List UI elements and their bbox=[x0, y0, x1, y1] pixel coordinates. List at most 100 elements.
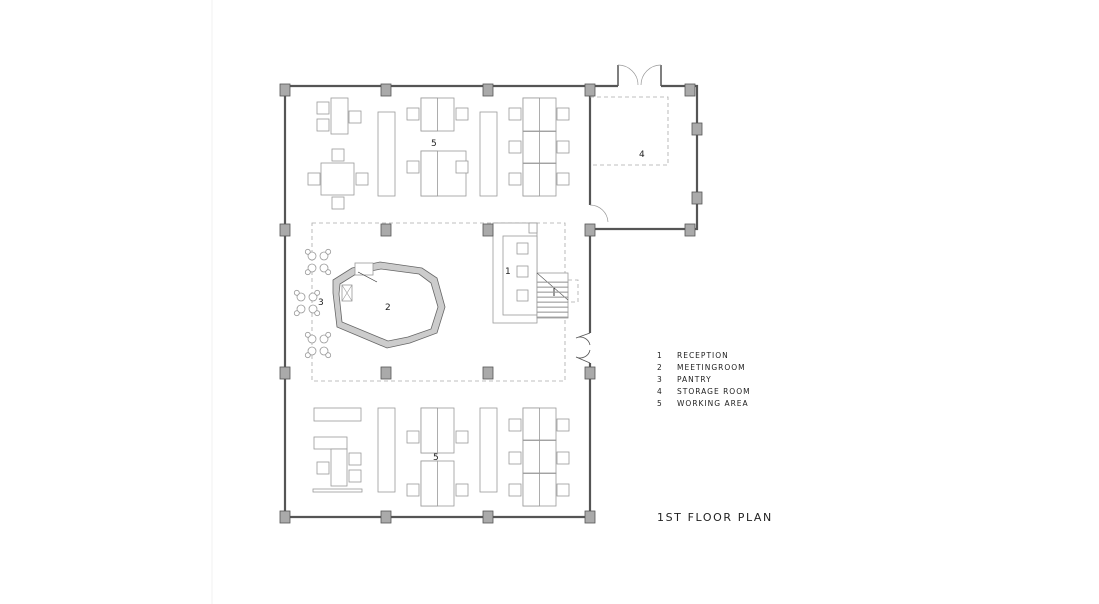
desk bbox=[420, 150, 438, 197]
room-label-working-bottom: 5 bbox=[433, 453, 439, 463]
column bbox=[691, 122, 703, 136]
chair bbox=[331, 148, 345, 162]
chair bbox=[556, 172, 570, 186]
chair bbox=[316, 101, 330, 115]
bench bbox=[479, 111, 498, 197]
storage-inner-door bbox=[589, 204, 609, 223]
chair bbox=[406, 160, 420, 174]
meeting-room-door bbox=[354, 262, 374, 276]
column bbox=[380, 510, 392, 524]
reception-cabinet bbox=[528, 222, 538, 234]
chair bbox=[316, 118, 330, 132]
desk-divider bbox=[522, 162, 557, 164]
chair bbox=[325, 269, 332, 276]
column bbox=[482, 366, 494, 380]
chair bbox=[304, 352, 311, 359]
room-label-meeting: 2 bbox=[385, 303, 391, 313]
chair bbox=[455, 107, 469, 121]
counter bbox=[313, 407, 362, 422]
meeting-room bbox=[332, 261, 446, 349]
storage-door-swing bbox=[617, 64, 662, 86]
chair bbox=[314, 310, 321, 317]
legend-label-4: STORAGE ROOM bbox=[677, 387, 751, 396]
chair bbox=[293, 310, 300, 317]
chair bbox=[316, 461, 330, 475]
column bbox=[482, 223, 494, 237]
stool bbox=[296, 292, 306, 302]
chair bbox=[516, 289, 529, 302]
chair bbox=[307, 172, 321, 186]
annex-wall bbox=[588, 84, 699, 333]
legend-label-2: MEETINGROOM bbox=[677, 363, 746, 372]
stool bbox=[307, 334, 317, 344]
chair bbox=[304, 331, 311, 338]
column bbox=[482, 83, 494, 97]
chair bbox=[508, 483, 522, 497]
chair bbox=[455, 430, 469, 444]
column bbox=[279, 510, 291, 524]
desk bbox=[522, 97, 540, 197]
desk bbox=[420, 460, 438, 507]
legend-num-4: 4 bbox=[657, 387, 663, 396]
meeting-room-inner-wall bbox=[338, 268, 439, 342]
desk-divider bbox=[522, 472, 557, 474]
legend-num-5: 5 bbox=[657, 399, 663, 408]
chair bbox=[516, 242, 529, 255]
column bbox=[279, 223, 291, 237]
column bbox=[684, 83, 696, 97]
column bbox=[584, 223, 596, 237]
stool bbox=[307, 346, 317, 356]
chair bbox=[508, 451, 522, 465]
chair bbox=[556, 418, 570, 432]
chair bbox=[556, 483, 570, 497]
chair bbox=[348, 110, 362, 124]
column bbox=[691, 191, 703, 205]
chair bbox=[348, 452, 362, 466]
chair bbox=[325, 248, 332, 255]
door-swing-line bbox=[357, 271, 378, 283]
chair bbox=[355, 172, 369, 186]
chair bbox=[325, 331, 332, 338]
square-table bbox=[320, 162, 355, 196]
desk-divider bbox=[522, 130, 557, 132]
column bbox=[380, 223, 392, 237]
column bbox=[482, 510, 494, 524]
desk bbox=[330, 97, 349, 135]
staircase bbox=[536, 272, 579, 319]
stair-frame bbox=[536, 272, 569, 319]
furniture bbox=[293, 97, 570, 507]
legend-label-5: WORKING AREA bbox=[677, 399, 749, 408]
structural-columns bbox=[279, 83, 703, 524]
chair bbox=[516, 265, 529, 278]
room-label-storage: 4 bbox=[639, 150, 645, 160]
chair bbox=[348, 469, 362, 483]
desk bbox=[313, 436, 348, 450]
storage-zone-outline bbox=[590, 96, 669, 166]
stool bbox=[319, 251, 329, 261]
stool bbox=[319, 346, 329, 356]
legend: 1 RECEPTION 2 MEETINGROOM 3 PANTRY 4 STO… bbox=[657, 351, 751, 408]
chair bbox=[314, 289, 321, 296]
room-label-pantry: 3 bbox=[318, 298, 324, 308]
bench bbox=[377, 111, 396, 197]
desk bbox=[330, 448, 348, 487]
cabinet-cross bbox=[341, 284, 353, 302]
chair bbox=[304, 248, 311, 255]
column bbox=[279, 366, 291, 380]
chair bbox=[508, 140, 522, 154]
desk-divider bbox=[522, 439, 557, 441]
legend-num-1: 1 bbox=[657, 351, 663, 360]
legend-label-1: RECEPTION bbox=[677, 351, 729, 360]
chair bbox=[508, 172, 522, 186]
stool bbox=[319, 263, 329, 273]
chair bbox=[406, 107, 420, 121]
chair bbox=[406, 430, 420, 444]
desk bbox=[420, 407, 438, 454]
chair bbox=[556, 140, 570, 154]
entrance-door bbox=[575, 332, 591, 364]
column bbox=[380, 366, 392, 380]
chair bbox=[508, 107, 522, 121]
stool bbox=[308, 304, 318, 314]
